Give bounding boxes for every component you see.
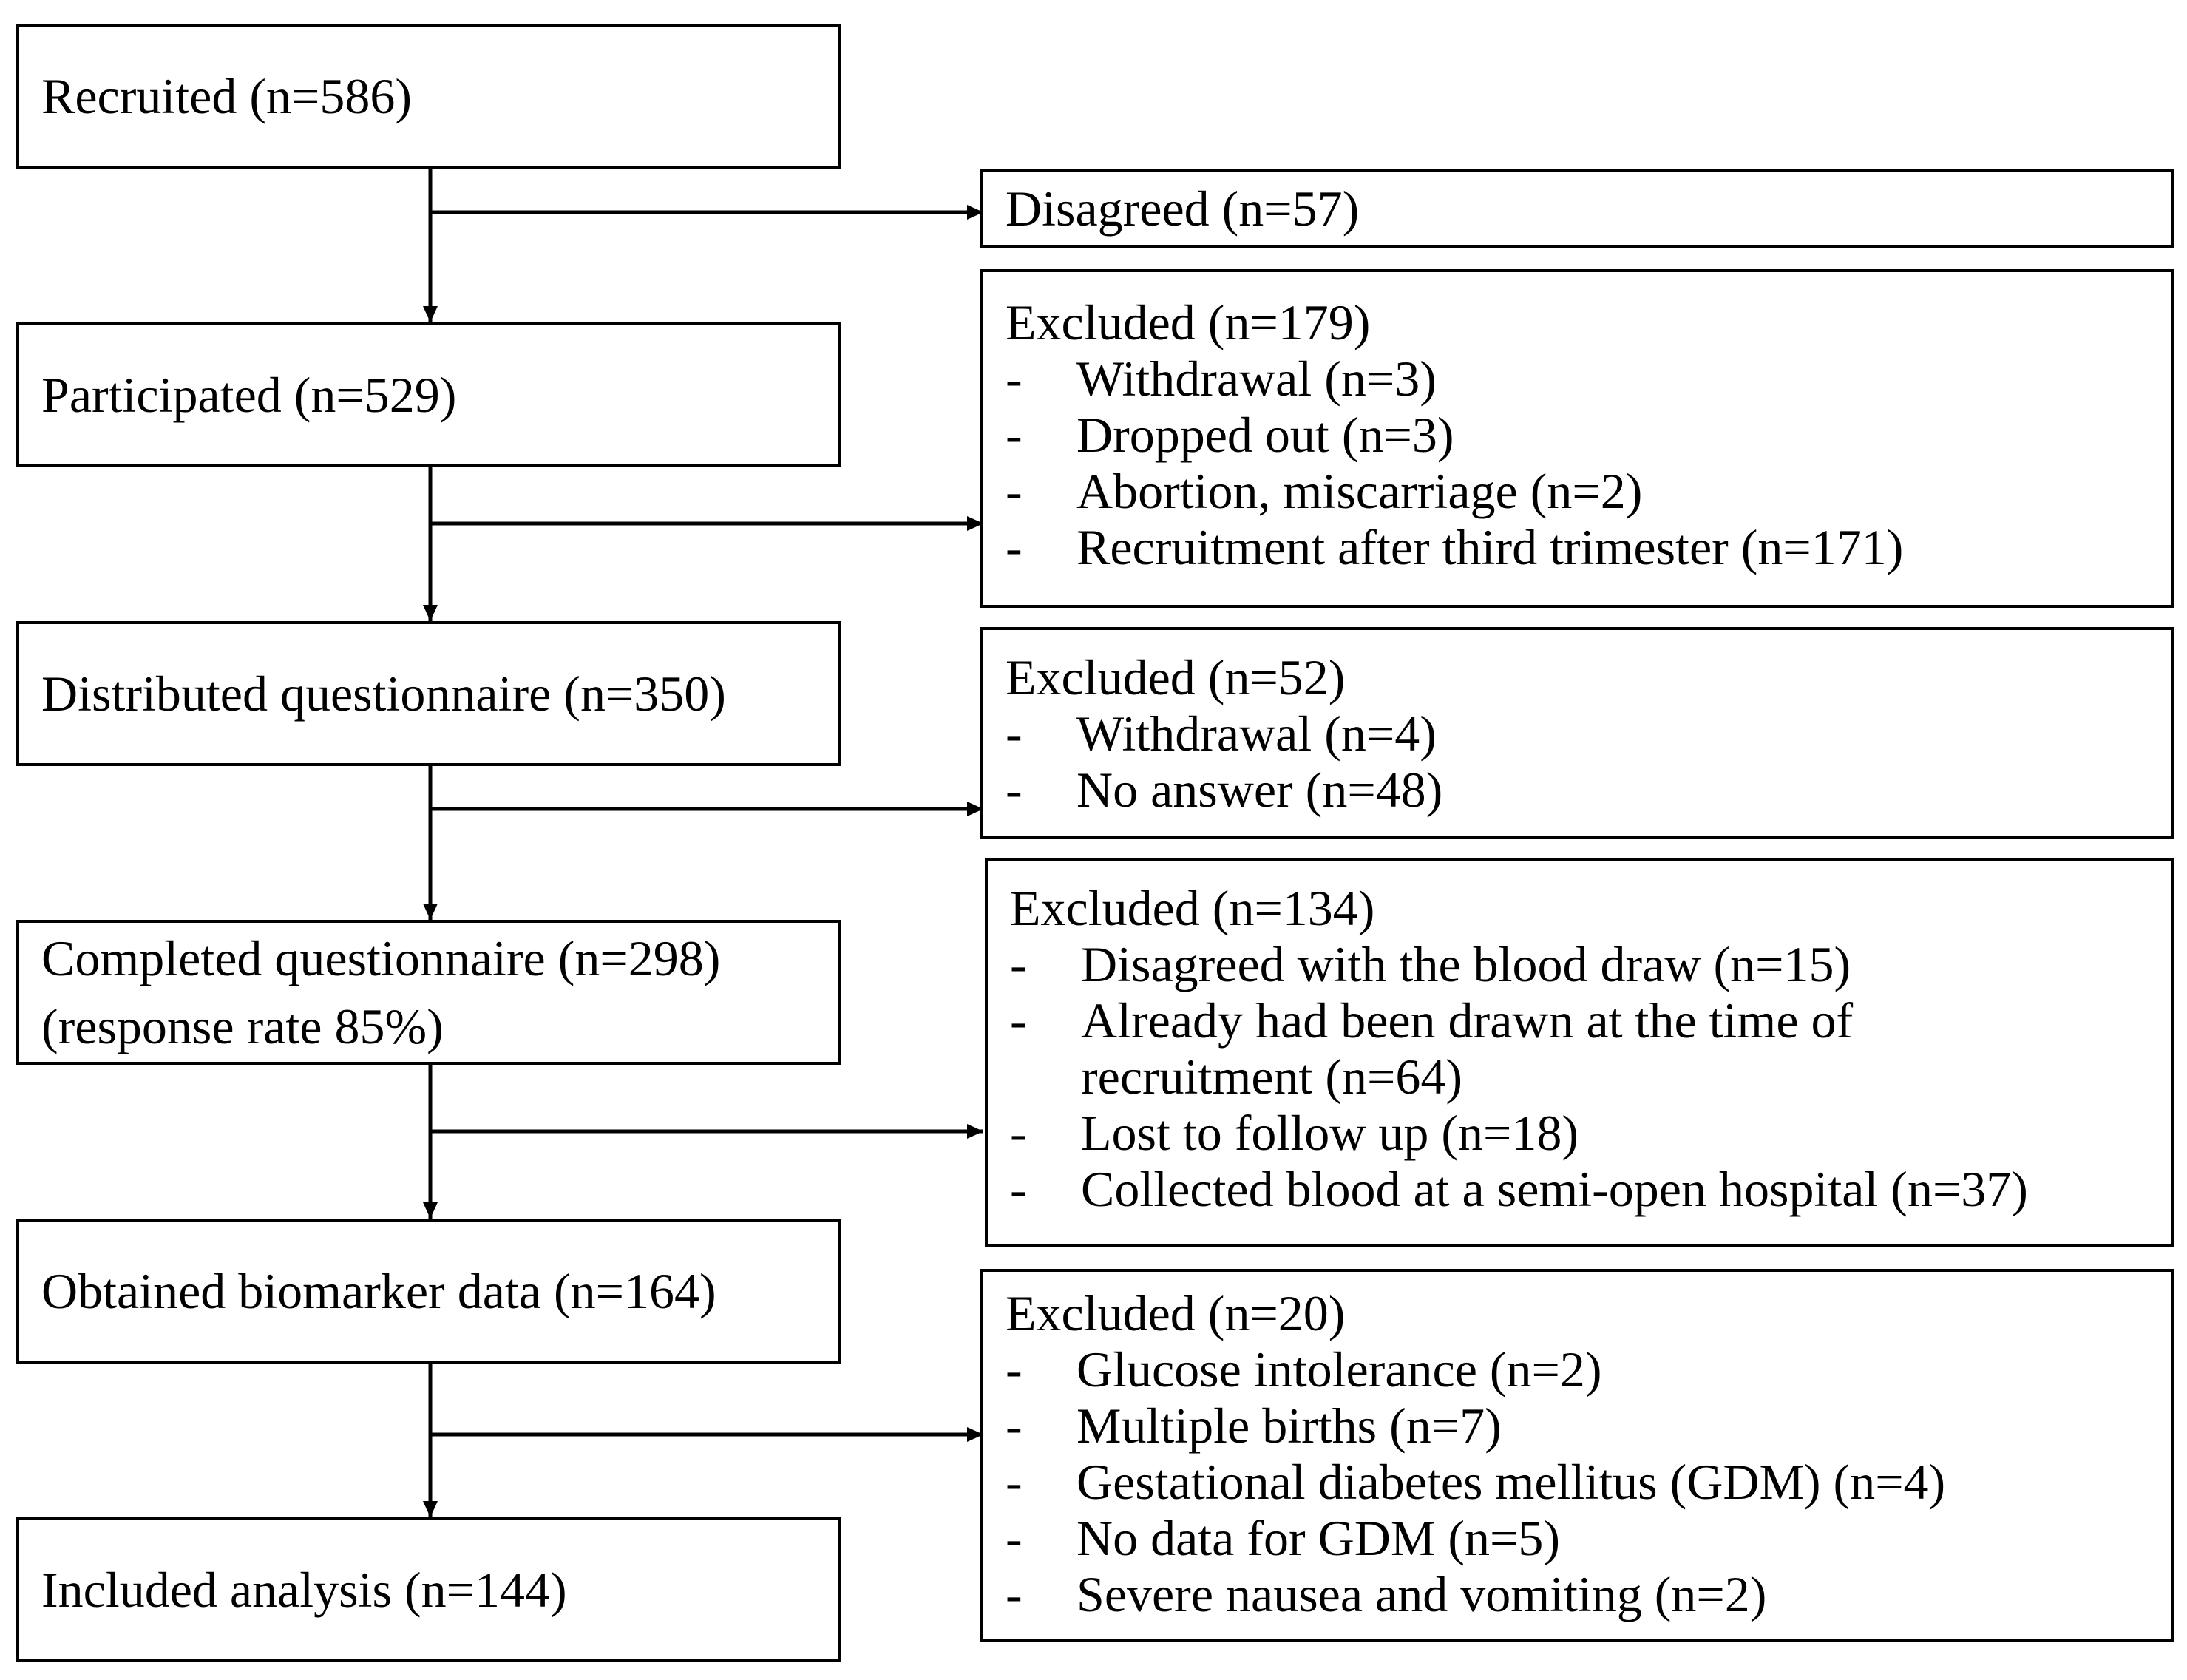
recruited-box: Recruited (n=586) [16,24,841,169]
recruited-label: Recruited (n=586) [41,68,412,124]
completed-label-line1: Completed questionnaire (n=298) [41,930,721,986]
participated-label: Participated (n=529) [41,367,457,423]
excluded-title-1: Excluded (n=179) [1006,294,1371,350]
excluded-title-3: Excluded (n=134) [1010,880,1375,936]
included-label: Included analysis (n=144) [41,1562,567,1618]
distributed-box: Distributed questionnaire (n=350) [16,621,841,766]
excluded-box-2: Excluded (n=52) -Withdrawal (n=4) -No an… [980,627,2174,839]
excluded-title-2: Excluded (n=52) [1006,649,1346,705]
obtained-label: Obtained biomarker data (n=164) [41,1263,716,1319]
excluded-box-4: Excluded (n=20) -Glucose intolerance (n=… [980,1269,2174,1642]
distributed-label: Distributed questionnaire (n=350) [41,665,726,722]
excluded-title-4: Excluded (n=20) [1006,1285,1346,1341]
disagreed-label: Disagreed (n=57) [1006,180,1360,237]
completed-label: Completed questionnaire (n=298) (respons… [41,924,720,1060]
excluded-box-3: Excluded (n=134) -Disagreed with the blo… [985,858,2174,1247]
included-box: Included analysis (n=144) [16,1517,841,1662]
excluded-box-1: Excluded (n=179) -Withdrawal (n=3) -Drop… [980,269,2174,608]
completed-box: Completed questionnaire (n=298) (respons… [16,920,841,1065]
disagreed-box: Disagreed (n=57) [980,169,2174,248]
participated-box: Participated (n=529) [16,322,841,467]
obtained-box: Obtained biomarker data (n=164) [16,1219,841,1364]
completed-label-line2: (response rate 85%) [41,998,444,1054]
